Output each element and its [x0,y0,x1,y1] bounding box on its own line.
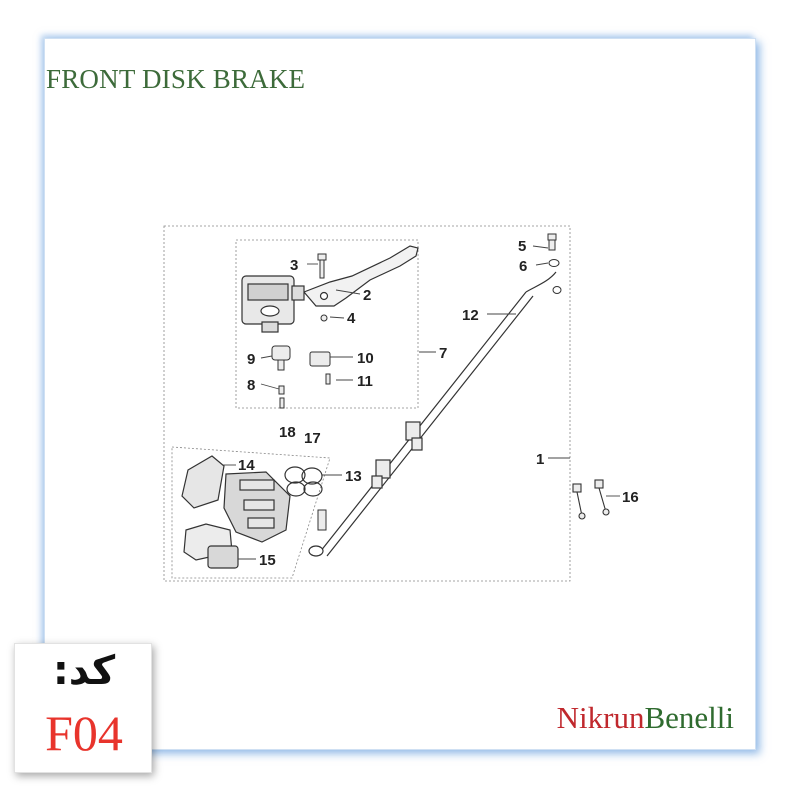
brake-pads [183,523,239,569]
callout-6: 6 [519,258,527,275]
callout-18: 18 [279,424,296,441]
callout-9: 9 [247,351,255,368]
callout-7: 7 [439,345,447,362]
code-badge: کد: F04 [14,643,152,773]
callout-12: 12 [462,307,479,324]
caliper-group-frame [171,446,331,579]
pivot-bolt [317,253,327,279]
code-label: کد: [52,648,116,694]
callout-2: 2 [363,287,371,304]
callout-3: 3 [290,257,298,274]
banjo-bolt [547,233,562,294]
callout-8: 8 [247,377,255,394]
brake-lever [302,245,419,307]
brand-logo: NikrunBenelli [557,700,734,736]
caliper [181,455,291,543]
callout-4: 4 [347,310,356,327]
callout-16: 16 [622,489,639,506]
page-title: FRONT DISK BRAKE [46,64,306,94]
brand-name-part1: Nikrun [556,700,645,735]
brand-name-part2: Benelli [644,700,734,735]
brake-switch-parts [271,345,331,409]
outer-dashed-frame [163,225,571,582]
master-cylinder-group-frame [235,239,419,409]
mounting-bolts [572,479,610,520]
callout-5: 5 [518,238,526,255]
callout-17: 17 [304,430,321,447]
seal-rings [284,466,323,497]
pivot-nut [320,314,328,322]
bleeder-valve [317,509,327,531]
master-cylinder-body [241,275,305,333]
callout-11: 11 [357,373,373,390]
callout-14: 14 [238,457,255,474]
callout-15: 15 [259,552,276,569]
callout-10: 10 [357,350,374,367]
content-card [44,38,756,750]
code-value: F04 [45,705,123,761]
leader-lines [222,245,620,560]
callout-1: 1 [536,451,544,468]
callout-13: 13 [345,468,362,485]
brake-hose [308,271,557,557]
